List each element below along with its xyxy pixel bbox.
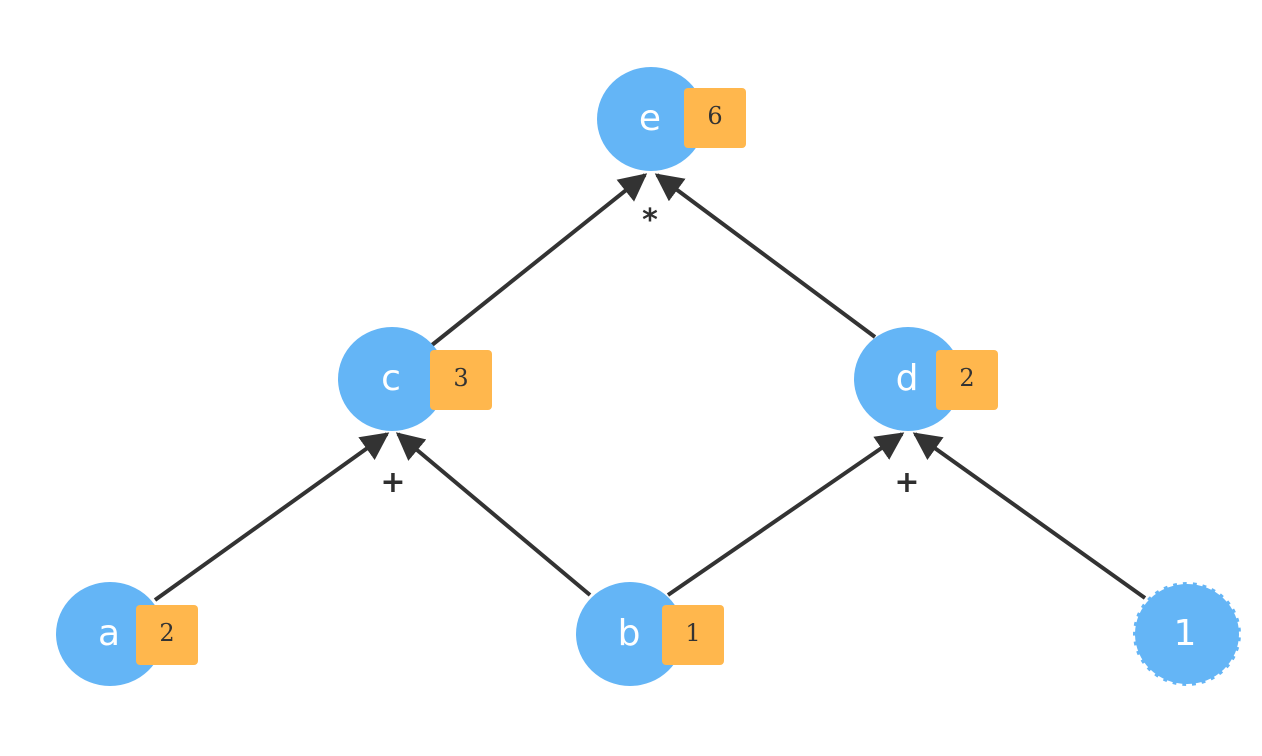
edge-b-to-c <box>395 432 592 597</box>
operator-multiply: * <box>642 203 658 238</box>
node-constant-one-label: 1 <box>1173 613 1197 654</box>
node-c[interactable]: c <box>338 327 446 431</box>
node-a-label: a <box>97 613 121 654</box>
node-d-value-badge: 2 <box>936 350 998 410</box>
node-c-value-badge: 3 <box>430 350 492 410</box>
node-c-label: c <box>381 358 401 399</box>
edge-1-to-d <box>912 432 1147 600</box>
node-a-value-badge: 2 <box>136 605 198 665</box>
node-d-label: d <box>895 358 919 399</box>
edge-b-to-d <box>666 432 905 597</box>
node-constant-one[interactable]: 1 <box>1133 582 1241 686</box>
edge-c-to-e <box>430 173 648 347</box>
node-b-value-badge: 1 <box>662 605 724 665</box>
operator-add-c: + <box>380 465 406 500</box>
edge-a-to-c <box>153 432 390 602</box>
operator-add-d: + <box>894 465 920 500</box>
edge-d-to-e <box>654 173 877 339</box>
node-b-label: b <box>617 613 641 654</box>
node-e-label: e <box>638 98 662 139</box>
node-e-value-badge: 6 <box>684 88 746 148</box>
node-a[interactable]: a <box>56 582 164 686</box>
